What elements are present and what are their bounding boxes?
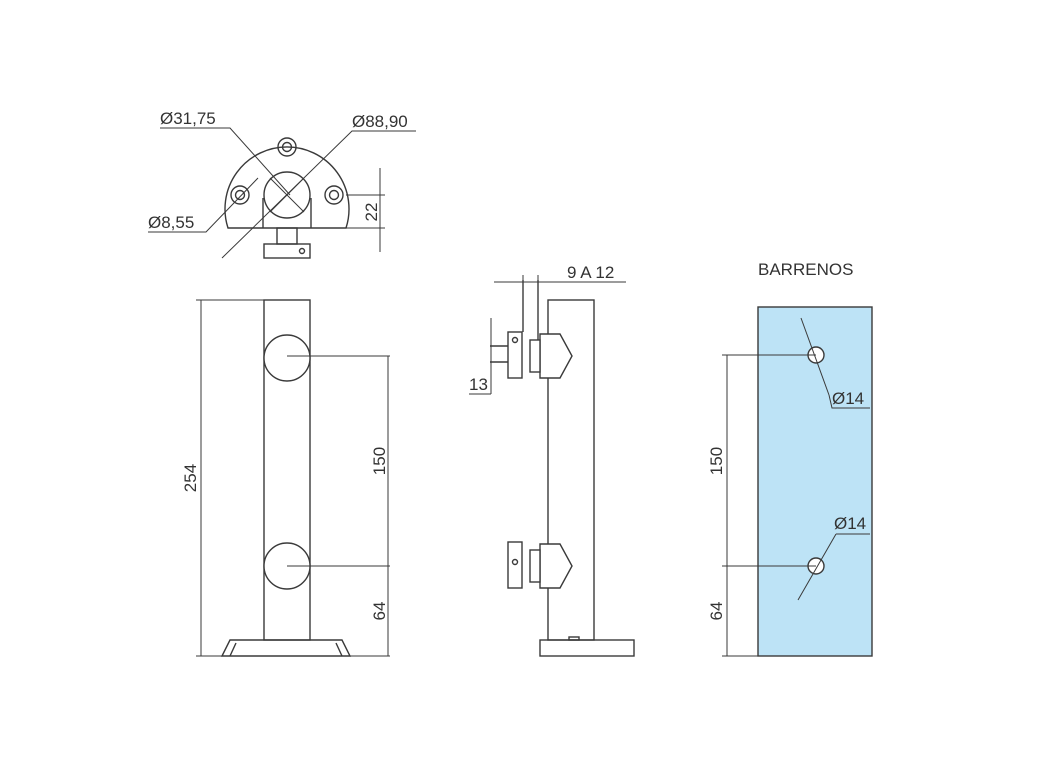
label-offset-22: 22 — [362, 203, 381, 222]
flange-hole-left-inner — [234, 189, 246, 201]
clamp-bottom-side — [539, 543, 573, 589]
section-title: BARRENOS — [758, 260, 853, 279]
label-bottom-offset-front: 64 — [370, 602, 389, 621]
flange-outline — [224, 146, 350, 229]
flange-hole-right — [324, 185, 344, 205]
flange-hole-left — [230, 185, 250, 205]
clamp-top-side — [539, 333, 573, 379]
clamp-plan — [276, 227, 298, 245]
base-plate-side — [539, 639, 635, 657]
label-overall-height: 254 — [181, 464, 200, 492]
label-glass-thickness: 9 A 12 — [567, 263, 614, 282]
label-dia-tube: Ø31,75 — [160, 109, 216, 128]
label-hole-spacing-front: 150 — [370, 447, 389, 475]
glass-panel — [757, 306, 873, 657]
flange-hole-top-inner — [281, 141, 293, 153]
flange-hole-right-inner — [328, 189, 340, 201]
front-view: 254 150 64 — [181, 299, 390, 657]
side-view: 9 A 12 13 — [469, 263, 635, 657]
clamp-knob-plan — [263, 243, 311, 259]
flange-hole-top — [277, 137, 297, 157]
label-dia-holes: Ø8,55 — [148, 213, 194, 232]
glass-clamp-top-front — [263, 334, 311, 382]
label-dia-flange: Ø88,90 — [352, 112, 408, 131]
tube-section — [263, 171, 311, 219]
label-clamp-dim: 13 — [469, 375, 488, 394]
leader-hole-dia-top — [828, 394, 870, 409]
base-plate-front — [220, 639, 352, 657]
glass-drilling-view: BARRENOS Ø14 Ø14 150 64 — [707, 260, 873, 657]
clamp-knob-top-side — [507, 331, 523, 379]
label-hole-dia-top: Ø14 — [832, 389, 864, 408]
leader-dia-flange — [221, 130, 416, 259]
leader-dia-holes — [148, 177, 259, 233]
top-view: Ø31,75 Ø88,90 Ø8,55 22 — [148, 109, 416, 259]
leader-dia-tube — [160, 127, 291, 196]
label-bottom-offset-glass: 64 — [707, 602, 726, 621]
label-hole-spacing-glass: 150 — [707, 447, 726, 475]
label-hole-dia-bottom: Ø14 — [834, 514, 866, 533]
